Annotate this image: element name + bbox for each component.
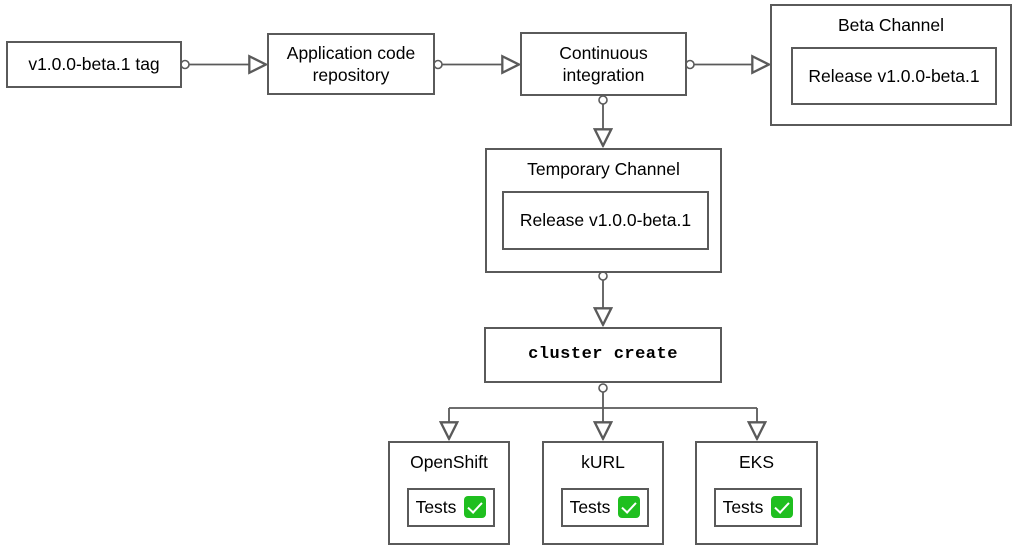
node-eks-tests-label: Tests: [722, 497, 764, 518]
node-beta-channel[interactable]: Beta Channel Release v1.0.0-beta.1: [770, 4, 1012, 126]
node-tag-label: v1.0.0-beta.1 tag: [28, 54, 160, 75]
node-openshift-tests-label: Tests: [415, 497, 457, 518]
node-eks-tests: Tests: [714, 488, 802, 527]
node-openshift-tests: Tests: [407, 488, 495, 527]
node-openshift[interactable]: OpenShift Tests: [388, 441, 510, 545]
node-beta-channel-release-label: Release v1.0.0-beta.1: [808, 65, 980, 86]
green-check-icon: [771, 496, 794, 519]
node-continuous-integration[interactable]: Continuous integration: [520, 32, 687, 96]
node-temporary-channel-release: Release v1.0.0-beta.1: [502, 191, 709, 250]
node-kurl-tests: Tests: [561, 488, 649, 527]
node-eks[interactable]: EKS Tests: [695, 441, 818, 545]
node-application-code-repository-label: Application code repository: [286, 42, 416, 85]
node-temporary-channel-title: Temporary Channel: [527, 159, 680, 179]
node-beta-channel-release: Release v1.0.0-beta.1: [791, 47, 997, 105]
node-temporary-channel-release-label: Release v1.0.0-beta.1: [519, 210, 692, 231]
node-continuous-integration-label: Continuous integration: [559, 42, 648, 85]
node-kurl[interactable]: kURL Tests: [542, 441, 664, 545]
node-application-code-repository[interactable]: Application code repository: [267, 33, 435, 95]
node-cluster-create[interactable]: cluster create: [484, 327, 722, 383]
node-kurl-tests-label: Tests: [569, 497, 611, 518]
node-eks-title: EKS: [738, 452, 775, 472]
node-beta-channel-title: Beta Channel: [837, 15, 945, 35]
node-openshift-title: OpenShift: [410, 452, 488, 472]
green-check-icon: [464, 496, 487, 519]
green-check-icon: [618, 496, 641, 519]
node-tag[interactable]: v1.0.0-beta.1 tag: [6, 41, 182, 88]
node-kurl-title: kURL: [581, 452, 625, 472]
node-cluster-create-label: cluster create: [528, 345, 678, 365]
node-temporary-channel[interactable]: Temporary Channel Release v1.0.0-beta.1: [485, 148, 722, 273]
